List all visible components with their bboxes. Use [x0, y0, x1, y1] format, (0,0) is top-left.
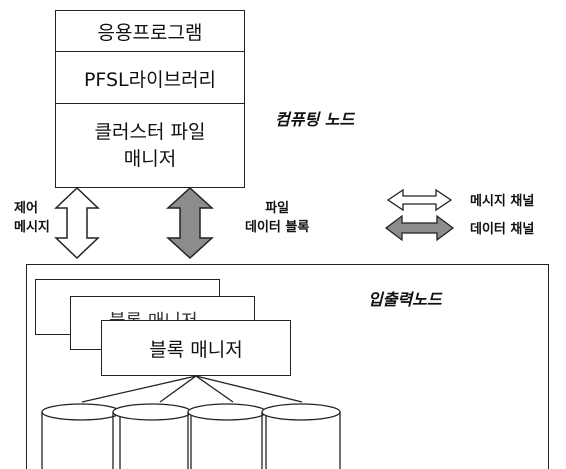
control-message-label: 제어 메시지	[14, 201, 50, 235]
legend-data-channel-label: 데이터 채널	[470, 222, 535, 237]
disk-4	[261, 403, 341, 469]
io-node-label: 입출력노드	[368, 290, 442, 309]
disk-1	[41, 403, 121, 469]
legend-data-arrow	[384, 214, 455, 242]
block-manager-label: 블록 매니저	[149, 338, 243, 361]
computing-node-label: 컴퓨팅 노드	[275, 110, 355, 129]
block-manager-box: 블록 매니저	[101, 320, 291, 376]
disk-3	[187, 403, 267, 469]
legend-message-arrow	[386, 188, 453, 212]
file-data-block-label: 파일 데이터 블록	[245, 201, 310, 235]
disk-2	[112, 403, 192, 469]
data-block-arrow	[166, 186, 214, 260]
legend-message-channel-label: 메시지 채널	[470, 194, 535, 209]
disk-connection-lines	[81, 375, 303, 403]
cluster-file-manager-layer: 클러스터 파일 매니저	[56, 103, 244, 188]
computing-node-stack: 응용프로그램 PFSL라이브러리 클러스터 파일 매니저	[55, 10, 245, 188]
application-layer: 응용프로그램	[97, 21, 203, 44]
control-message-arrow	[54, 186, 100, 260]
pfsl-library-layer: PFSL라이브러리	[56, 51, 244, 104]
